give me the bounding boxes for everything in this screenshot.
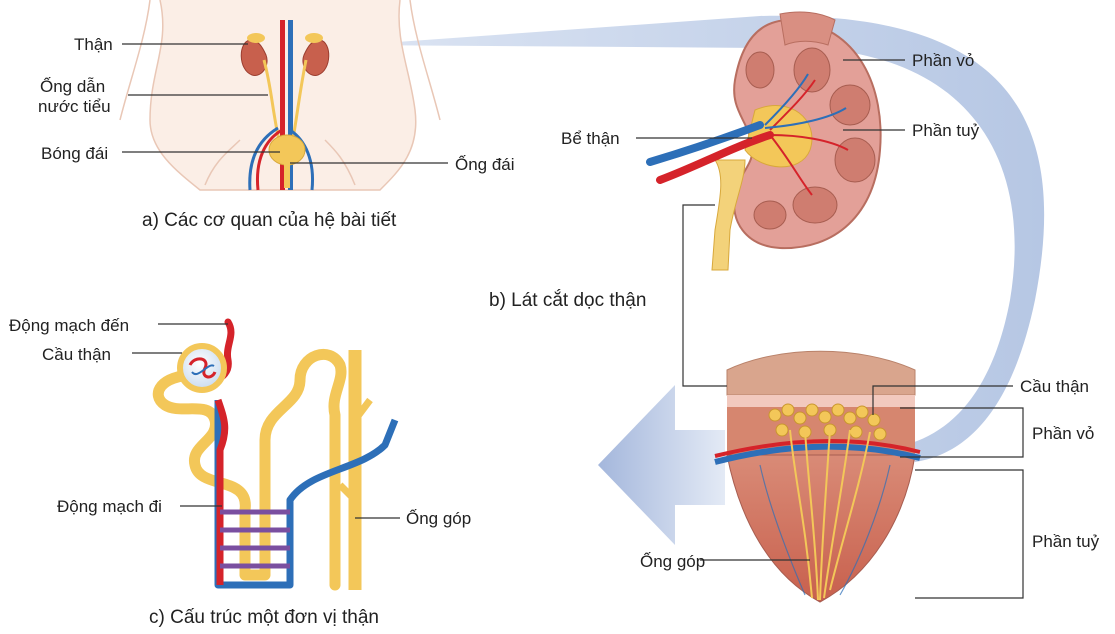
label-ong-gop-c: Ống góp — [406, 510, 471, 527]
caption-c: c) Cấu trúc một đơn vị thận — [149, 608, 379, 627]
flow-arc-arrow — [355, 16, 1044, 545]
nephron — [158, 322, 395, 590]
label-phan-tuy-d: Phần tuỷ — [1032, 533, 1099, 550]
label-ong-dan-nuoc-tieu: Ống dẫn nước tiểu — [38, 77, 111, 116]
label-ong-dai: Ống đái — [455, 156, 515, 173]
label-phan-tuy-b: Phần tuỷ — [912, 122, 979, 139]
label-dong-mach-di: Động mạch đi — [57, 498, 162, 515]
label-ong-dan-line1: Ống dẫn — [38, 77, 111, 97]
kidney-wedge — [715, 351, 920, 602]
caption-a: a) Các cơ quan của hệ bài tiết — [142, 211, 396, 230]
label-cau-than-c: Cầu thận — [42, 346, 111, 363]
label-bong-dai: Bóng đái — [41, 145, 108, 162]
label-cau-than-d: Cầu thận — [1020, 378, 1089, 395]
label-ong-gop-d: Ống góp — [640, 553, 705, 570]
label-be-than: Bể thận — [561, 130, 620, 147]
caption-b: b) Lát cắt dọc thận — [489, 291, 646, 310]
label-than: Thận — [74, 36, 113, 53]
label-phan-vo-d: Phần vỏ — [1032, 425, 1094, 442]
label-phan-vo-b: Phần vỏ — [912, 52, 974, 69]
label-dong-mach-den: Động mạch đến — [9, 317, 129, 334]
kidney-section — [650, 12, 881, 270]
label-ong-dan-line2: nước tiểu — [38, 97, 111, 117]
